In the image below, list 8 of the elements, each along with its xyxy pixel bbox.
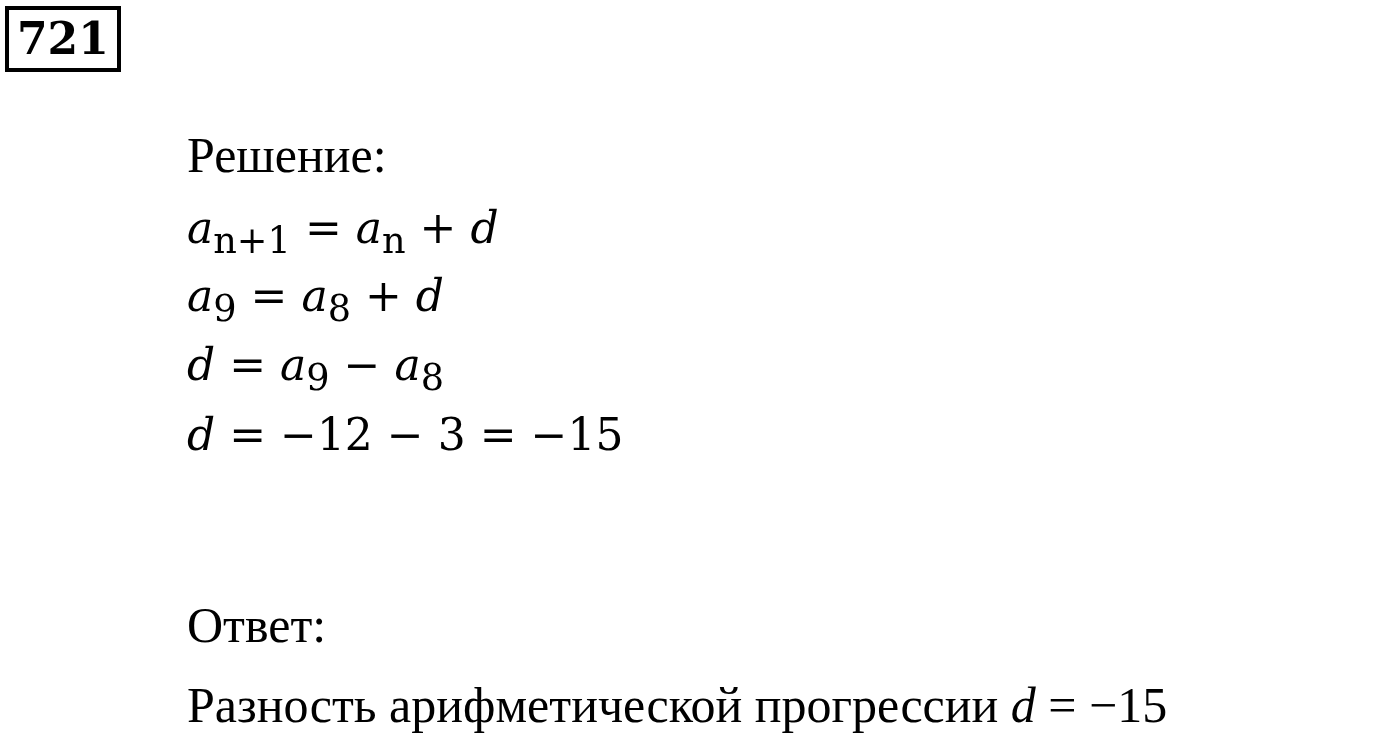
equation-line: a$_{9}$ = a$_{8}$ + d bbox=[187, 269, 444, 332]
equation-line: d = −12 − 3 = −15 bbox=[187, 408, 624, 462]
answer-text: Разность арифметической прогрессии d = −15 bbox=[187, 676, 1168, 735]
equation-line: a$_{n+1}$ = a$_{n}$ + d bbox=[187, 201, 499, 264]
equation-line: d = a$_{9}$ − a$_{8}$ bbox=[187, 338, 444, 401]
heading: Решение: bbox=[187, 126, 387, 185]
problem-number: 721 bbox=[5, 6, 121, 72]
heading: Ответ: bbox=[187, 596, 327, 655]
